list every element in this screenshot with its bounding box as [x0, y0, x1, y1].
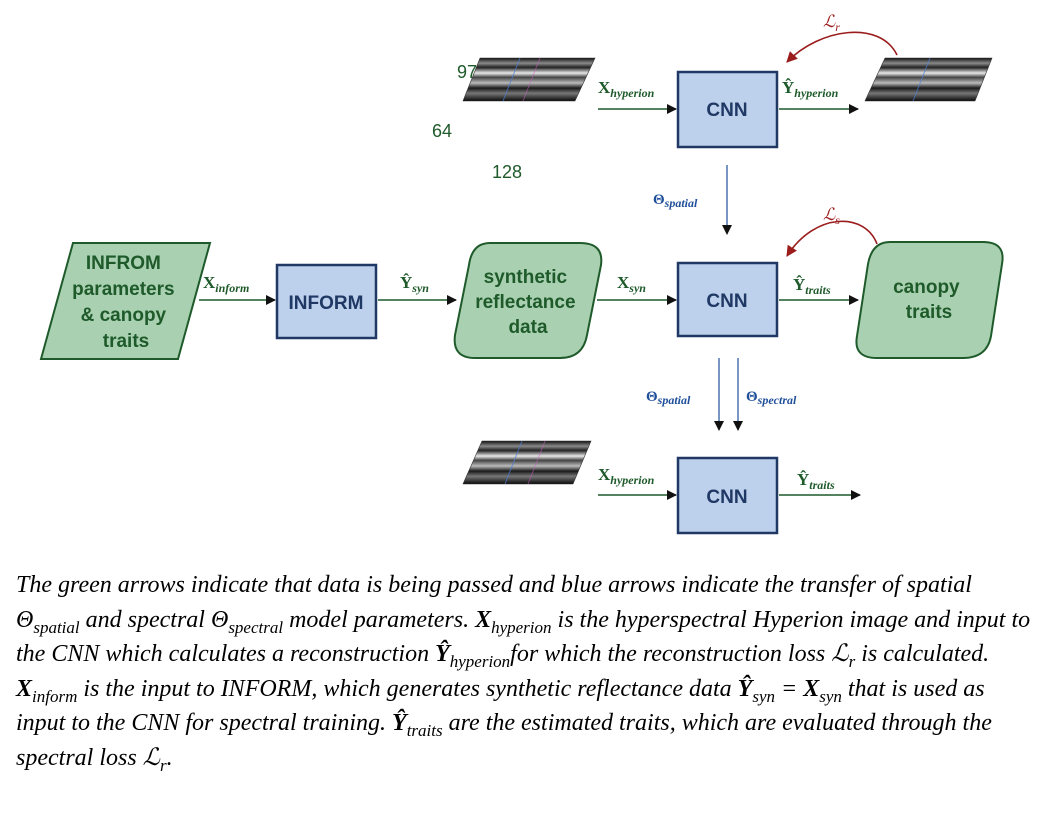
caption-text: is calculated.: [855, 641, 990, 667]
caption-text: Ŷ: [737, 675, 753, 702]
label-x-syn: Xsyn: [617, 273, 646, 295]
caption-text: are the estimated traits, which are eval…: [16, 710, 992, 771]
caption-text: ℒ: [831, 641, 849, 667]
hyperion-input-cube: [462, 57, 596, 102]
label-loss-s: ℒs: [823, 205, 840, 227]
cube-dim-64: 64: [432, 121, 452, 141]
inform-parameters-label: INFROM parameters & canopy traits: [72, 253, 180, 352]
caption-text: is the input to INFORM, which generates …: [77, 675, 738, 702]
canopy-traits-node: [855, 241, 1004, 359]
inform-box-label: INFORM: [289, 293, 364, 314]
caption-text: and spectral: [79, 606, 211, 633]
inform-parameters-node: [39, 242, 212, 360]
canopy-traits-label: canopy traits: [893, 277, 965, 323]
label-theta-spatial-top: Θspatial: [653, 192, 698, 210]
label-loss-r: ℒr: [823, 12, 840, 34]
caption-text: X: [803, 675, 820, 702]
hyperion-reconstruction-cube: [864, 57, 993, 102]
caption-text: model parameters.: [283, 606, 476, 633]
caption-text: Θ: [16, 606, 34, 633]
loss-s-arrow: [786, 220, 878, 257]
label-theta-spatial-bottom: Θspatial: [646, 389, 691, 407]
caption-text: that is used as input to the CNN for spe…: [16, 675, 985, 737]
hyperion-input-cube-bottom: [462, 440, 592, 485]
caption-subscript: inform: [32, 686, 78, 706]
caption-text: for which the reconstruction loss: [510, 641, 832, 667]
caption-text: .: [166, 744, 173, 771]
caption-text: Ŷ: [392, 710, 407, 736]
cube-dim-128: 128: [492, 162, 522, 182]
caption-text: ℒ: [142, 744, 160, 771]
caption-subscript: syn: [752, 686, 775, 706]
caption-text: X: [475, 606, 492, 633]
cnn-mid-box: [676, 261, 779, 338]
caption-text: Θ: [210, 606, 229, 633]
caption-subscript: hyperion: [491, 617, 552, 637]
caption-subscript: traits: [406, 720, 443, 740]
label-x-hyperion-bottom: Xhyperion: [598, 465, 655, 487]
caption-subscript: hyperion: [449, 651, 511, 671]
inform-box: [275, 263, 378, 340]
cnn-top-label: CNN: [706, 100, 747, 121]
pipeline-diagram: 97 64 128 Xhyperion CNN Ŷhyperion ℒr Θsp…: [39, 12, 1004, 535]
synthetic-data-label: synthetic reflectance data: [475, 267, 581, 338]
cnn-bottom-box: [676, 456, 779, 535]
cube-dim-97: 97: [457, 62, 477, 82]
caption-text: Ŷ: [435, 641, 450, 667]
caption-subscript: syn: [819, 686, 842, 706]
cnn-bottom-label: CNN: [706, 487, 747, 508]
caption-text: The green arrows indicate that data is b…: [16, 572, 972, 598]
caption-text: is the hyperspectral Hyperion image and …: [16, 606, 1031, 668]
cnn-top-box: [676, 70, 779, 149]
figure-caption: The green arrows indicate that data is b…: [16, 568, 1036, 775]
synthetic-data-node: [453, 242, 603, 359]
caption-subscript: spatial: [33, 617, 80, 637]
label-y-hyperion: Ŷhyperion: [782, 78, 839, 100]
caption-text: =: [775, 675, 804, 702]
loss-r-arrow: [786, 31, 898, 63]
caption-subscript: r: [848, 651, 856, 671]
label-y-syn: Ŷsyn: [400, 273, 429, 295]
label-x-inform: Xinform: [203, 273, 249, 295]
label-x-hyperion-top: Xhyperion: [598, 78, 655, 100]
cnn-mid-label: CNN: [706, 291, 747, 312]
label-y-traits-bottom: Ŷtraits: [797, 470, 835, 492]
caption-subscript: r: [159, 755, 167, 775]
caption-text: X: [16, 675, 33, 702]
label-theta-spectral-bottom: Θspectral: [746, 389, 797, 407]
label-y-traits-mid: Ŷtraits: [793, 275, 831, 297]
caption-subscript: spectral: [228, 617, 284, 637]
